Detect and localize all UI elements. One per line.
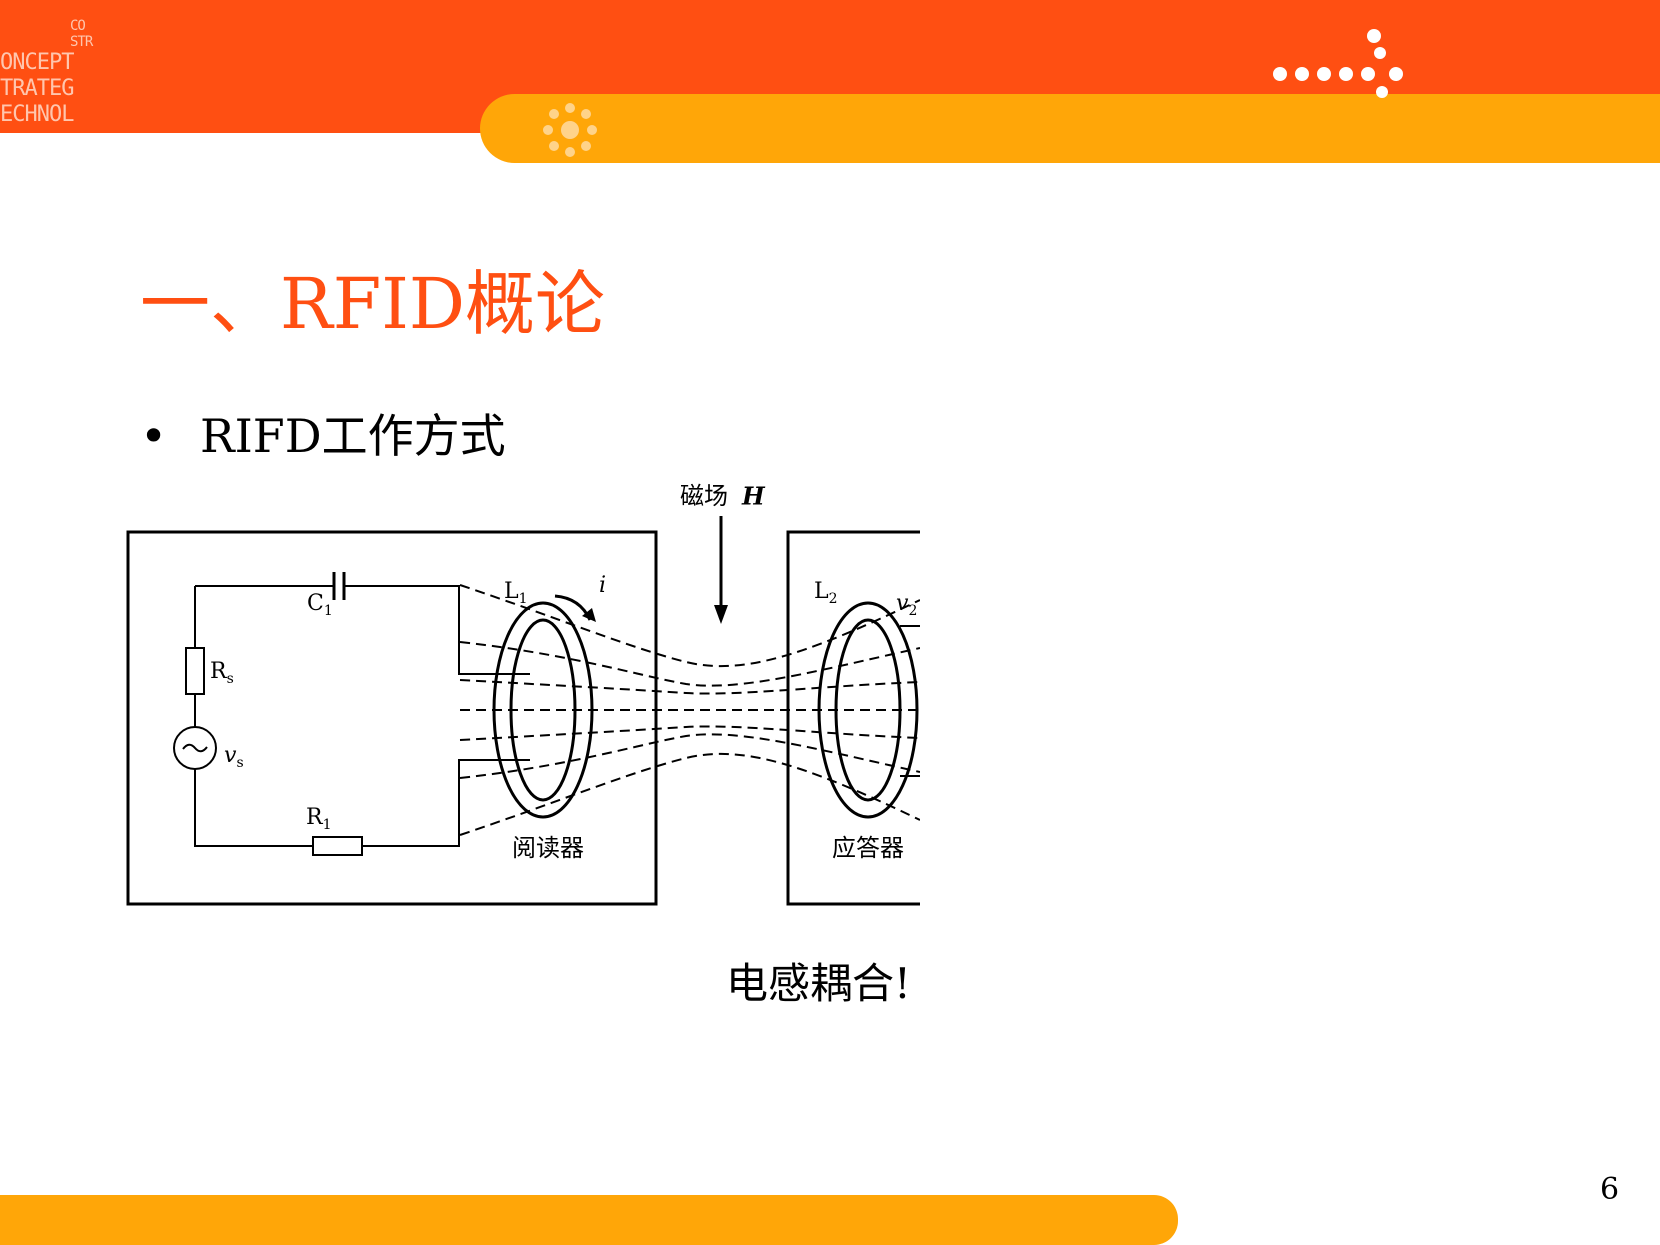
label-l1: L1 — [504, 579, 528, 607]
logo-line: TRATEG — [0, 76, 74, 101]
reader-coil-l1 — [492, 601, 594, 819]
bullet-marker: • — [140, 409, 168, 463]
label-v2: v2 — [896, 591, 917, 619]
arrow-down-icon — [714, 605, 728, 624]
logo-line: ONCEPT — [0, 50, 74, 75]
field-label: 磁场 — [680, 482, 728, 510]
logo: CO STR ONCEPT TRATEG ECHNOL — [0, 18, 120, 128]
reader-label: 阅读器 — [512, 834, 584, 862]
transponder-coil-l2 — [817, 601, 919, 819]
resistor-r1 — [312, 836, 363, 856]
label-rs: Rs — [210, 659, 234, 687]
capacitor-c1 — [332, 572, 346, 600]
logo-line: STR — [70, 34, 93, 50]
header-accent-bar — [480, 94, 1660, 163]
diagram-caption: 电感耦合! — [726, 959, 911, 1008]
dots-logo-icon — [1273, 29, 1403, 98]
reader-box — [126, 530, 658, 906]
transponder-label: 应答器 — [832, 834, 904, 862]
magnetic-field-lines — [459, 584, 920, 836]
label-current: i — [599, 573, 606, 598]
resistor-rs — [185, 647, 205, 695]
page-number: 6 — [1600, 1172, 1620, 1207]
rfid-inductive-coupling-diagram: 磁场 H C1 Rs vs R1 L1 i L2 v2 阅读器 应答器 — [126, 481, 920, 906]
logo-line: CO — [70, 18, 86, 34]
transponder-box — [786, 530, 920, 906]
current-arrowhead-icon — [582, 608, 596, 622]
logo-line: ECHNOL — [0, 102, 74, 127]
reader-circuit — [194, 585, 530, 847]
slide-title: 一、RFID概论 — [140, 263, 606, 345]
label-c1: C1 — [307, 591, 333, 619]
footer-bar — [0, 1195, 1178, 1245]
field-symbol: H — [741, 481, 766, 510]
label-r1: R1 — [306, 805, 332, 833]
bullet-text: RIFD工作方式 — [200, 409, 506, 463]
transponder-leads — [900, 625, 920, 777]
bullet-item: • RIFD工作方式 — [140, 400, 506, 466]
label-l2: L2 — [814, 579, 838, 607]
sine-icon — [182, 743, 208, 753]
flower-icon — [543, 103, 597, 157]
label-vs: vs — [224, 743, 244, 771]
